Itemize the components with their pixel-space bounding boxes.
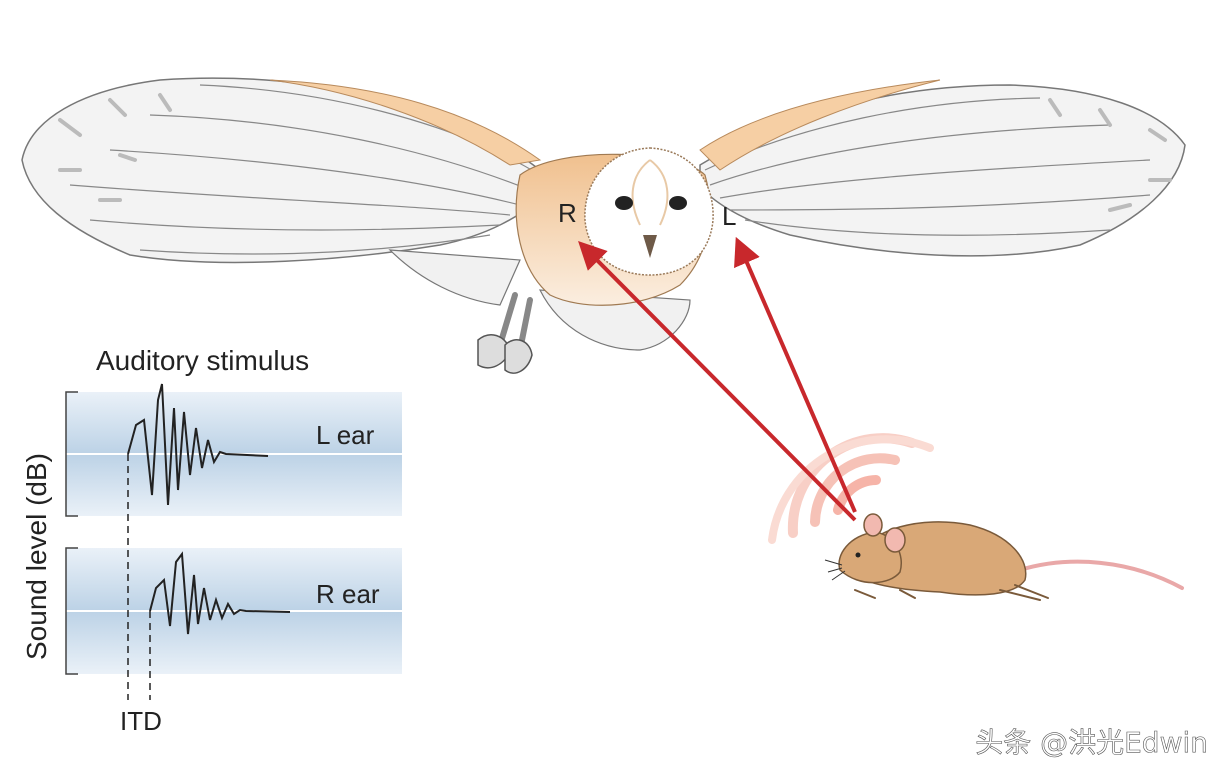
owl-eye-left [615,196,633,210]
barn-owl [21,77,1186,374]
mouse-tail [1018,559,1184,590]
owl-face [584,147,714,276]
owl-talons [477,292,533,374]
owl-eye-right [669,196,687,210]
left-ear-bracket [65,391,78,517]
right-ear-bracket [65,547,78,675]
owl-left-wing [21,77,542,264]
arrow-to-right-ear [578,241,857,522]
right-ear-waveform [149,551,291,635]
graph-title: Auditory stimulus [96,345,309,376]
mouse-ear-2 [884,527,906,553]
owl-right-wing [699,79,1186,257]
left-ear-label: L [722,201,736,231]
itd-label: ITD [120,706,162,736]
mouse [824,513,1184,601]
left-ear-waveform [127,383,269,506]
owl-beak [643,235,657,258]
auditory-stimulus-graph: Auditory stimulus Sound level (dB) L ear… [21,345,402,736]
right-ear-label: R [558,198,577,228]
right-ear-trace-label: R ear [316,579,380,609]
mouse-ear-1 [863,513,883,537]
y-axis-label: Sound level (dB) [21,453,52,660]
owl-tail [538,289,691,351]
left-ear-trace-label: L ear [316,420,375,450]
arrow-to-left-ear [734,236,857,513]
watermark-text: 头条 @洪光Edwin [975,726,1208,759]
